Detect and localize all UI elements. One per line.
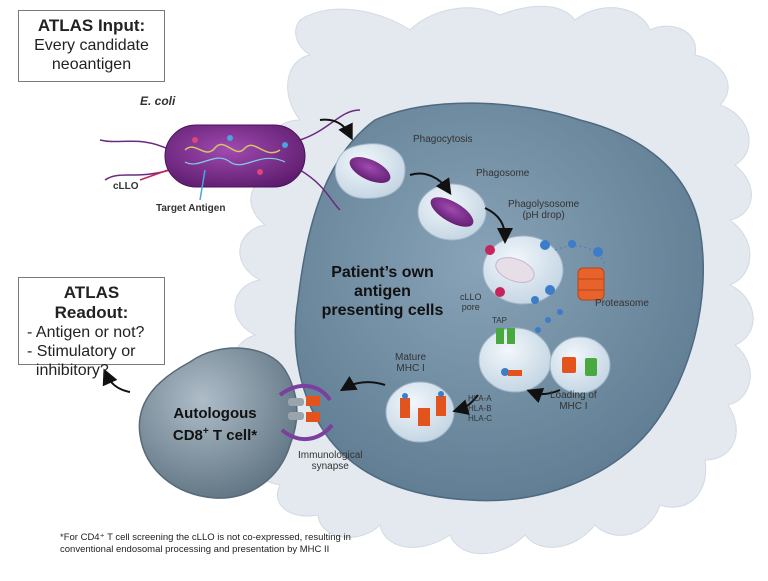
synapse-label-line-2: synapse	[311, 461, 349, 472]
mature-mhc-label-line-2: MHC I	[396, 363, 425, 374]
immunological-synapse-receptors	[278, 384, 334, 441]
footnote-line-1: *For CD4⁺ T cell screening the cLLO is n…	[60, 532, 351, 543]
tcell-label-line-1: Autologous	[173, 405, 257, 422]
apc-label-line-1: Patient’s own	[331, 264, 434, 281]
tcell-cd8-sup: +	[202, 426, 209, 437]
phagolysosome-vesicle	[482, 235, 564, 305]
arrow-to-synapse	[339, 375, 386, 392]
arrow-to-phagosome	[409, 172, 452, 195]
atlas-input-box: ATLAS Input: Every candidate neoantigen	[18, 10, 165, 82]
cllo-pore-label-line-1: cLLO	[460, 292, 482, 302]
atlas-readout-line-3: inhibitory?	[27, 362, 109, 379]
proteasome	[577, 267, 605, 301]
phagolysosome-label-line-2: (pH drop)	[522, 210, 565, 221]
er-vesicle-tap	[478, 327, 552, 393]
peptide-trail	[535, 240, 606, 333]
arrow-to-readout	[102, 368, 131, 393]
loading-mhc-label-line-1: Loading of	[550, 390, 597, 401]
phagolysosome-label: Phagolysosome (pH drop)	[508, 199, 579, 221]
synapse-label-line-1: Immunological	[298, 450, 363, 461]
atlas-input-line-1: Every candidate	[34, 37, 149, 54]
loading-vesicle	[549, 336, 611, 394]
cllo-label: cLLO	[113, 181, 139, 192]
target-antigen-pointer	[199, 169, 206, 201]
atlas-readout-box: ATLAS Readout: - Antigen or not? - Stimu…	[18, 277, 165, 379]
phagosome-label: Phagosome	[476, 168, 530, 179]
phagocytosis-label: Phagocytosis	[413, 134, 473, 145]
loading-mhc-label: Loading of MHC I	[550, 390, 597, 412]
atlas-readout-line-1: - Antigen or not?	[27, 324, 145, 341]
phagocytosis-vesicle	[334, 143, 406, 199]
hla-b-label: HLA-B	[468, 404, 492, 413]
target-antigen-label: Target Antigen	[156, 203, 226, 214]
mature-mhc-vesicle	[385, 381, 455, 443]
mature-mhc-label-line-1: Mature	[395, 352, 427, 363]
footnote-line-2: conventional endosomal processing and pr…	[60, 544, 330, 555]
arrow-to-phagolysosome	[484, 207, 513, 244]
arrow-to-phagocytosis	[319, 118, 353, 141]
apc-label-line-2: antigen	[354, 283, 411, 300]
mature-mhc-label: Mature MHC I	[395, 352, 426, 374]
proteasome-label: Proteasome	[595, 298, 649, 309]
tap-label: TAP	[492, 316, 507, 325]
atlas-readout-title: ATLAS Readout:	[54, 283, 129, 322]
tcell-cd8: CD8	[172, 427, 203, 444]
atlas-input-line-2: neoantigen	[51, 56, 132, 73]
cllo-pore-label-line-2: pore	[461, 302, 480, 312]
ecoli-label: E. coli	[140, 94, 176, 108]
tcell-label-line-2: CD8+ T cell*	[150, 423, 280, 445]
tcell-rest: T cell*	[208, 427, 258, 444]
hla-labels: HLA-A HLA-B HLA-C	[468, 394, 492, 424]
arrow-to-er	[526, 388, 561, 403]
tcell-label: Autologous CD8+ T cell*	[150, 405, 280, 445]
hla-a-label: HLA-A	[468, 394, 492, 403]
t-cell	[138, 347, 298, 499]
atlas-readout-line-2: - Stimulatory or	[27, 343, 136, 360]
arrow-to-mature	[452, 394, 479, 415]
apc-label: Patient’s own antigen presenting cells	[305, 263, 460, 320]
cllo-pore-label: cLLO pore	[460, 292, 482, 312]
loading-mhc-label-line-2: MHC I	[559, 401, 588, 412]
phagosome-vesicle	[417, 183, 487, 241]
apc-label-line-3: presenting cells	[321, 302, 444, 319]
footnote: *For CD4⁺ T cell screening the cLLO is n…	[60, 532, 480, 556]
cllo-pointer	[139, 169, 169, 181]
phagolysosome-label-line-1: Phagolysosome	[508, 199, 580, 210]
immunological-synapse-label: Immunological synapse	[298, 450, 362, 472]
atlas-input-title: ATLAS Input:	[37, 16, 146, 35]
hla-c-label: HLA-C	[468, 414, 493, 423]
